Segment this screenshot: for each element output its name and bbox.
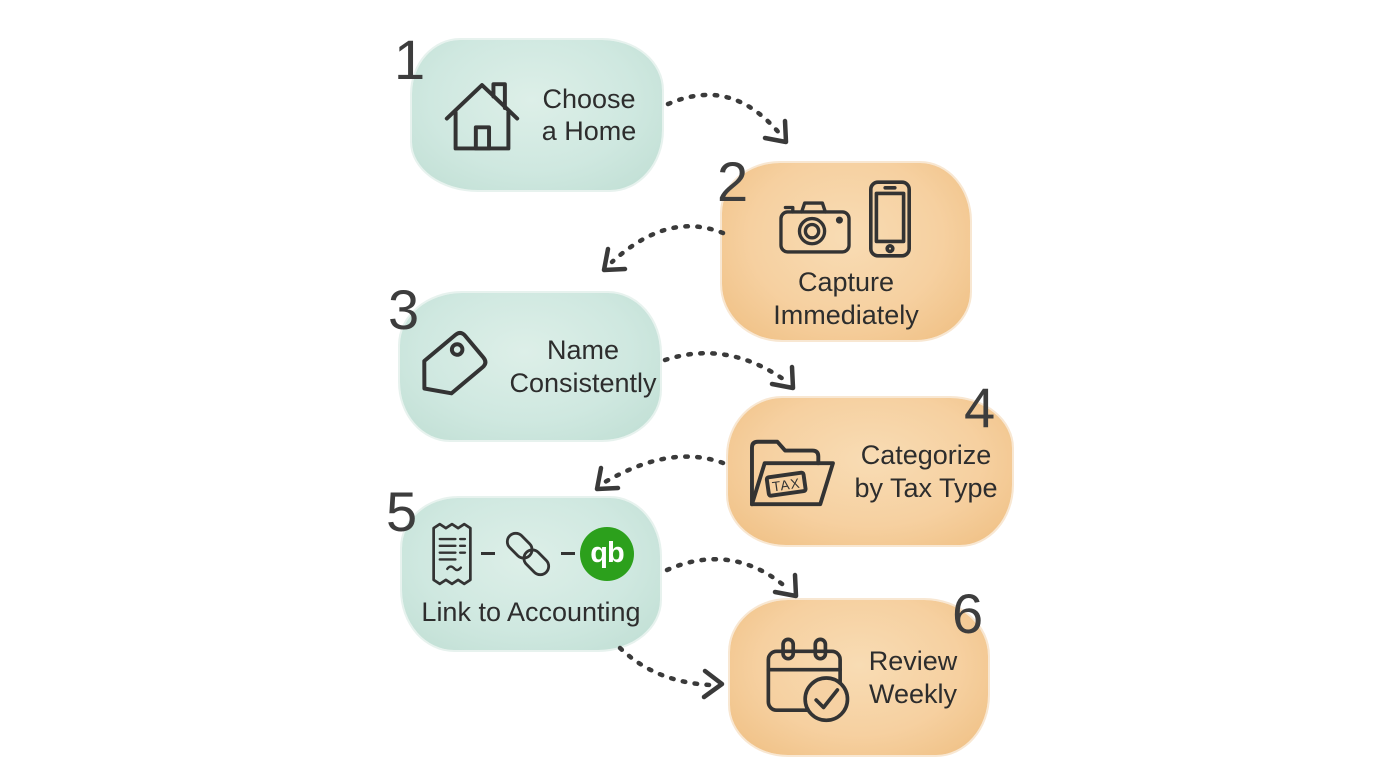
arrow-step5-to-step6-upper [664, 557, 799, 599]
arrow-step1-to-step2 [665, 92, 789, 145]
step-2-label-line1: Capture [797, 267, 895, 298]
step-2-number: 2 [717, 150, 748, 213]
step-4-label: Categorize by Tax Type [854, 439, 997, 504]
link-connector-dash [561, 552, 575, 556]
step-5-number: 5 [386, 480, 417, 543]
arrow-step2-to-step3 [601, 224, 726, 273]
link-connector-dash [481, 552, 495, 556]
arrow-step5-to-step6-lower [617, 645, 725, 700]
step-6-label-line1: Review [868, 646, 958, 677]
step-4-label-line1: Categorize [860, 440, 992, 471]
step-2-blob: Capture Immediately [722, 163, 970, 340]
step-1-label: Choose a Home [542, 83, 637, 148]
step-4-label-line2: by Tax Type [854, 472, 998, 503]
chain-link-icon [505, 531, 551, 576]
step-3-label-line2: Consistently [509, 367, 657, 398]
arrow-step4-to-step5 [594, 454, 726, 492]
receipt-icon [432, 522, 472, 586]
step-5-label-line1: Link to Accounting [421, 596, 641, 627]
house-icon [444, 82, 519, 151]
step-4-number: 4 [964, 376, 995, 439]
step-2-label-line2: Immediately [773, 299, 919, 330]
arrow-step3-to-step4 [662, 350, 796, 391]
step-6-label-line2: Weekly [868, 678, 958, 709]
step-3-blob: Name Consistently [400, 293, 660, 440]
step-5-icons: qb [428, 520, 634, 588]
step-1-label-line1: Choose [542, 83, 636, 114]
step-5-blob: qb Link to Accounting [402, 498, 660, 650]
camera-icon [779, 201, 851, 254]
step-1-number: 1 [394, 28, 425, 91]
step-6-label: Review Weekly [869, 645, 958, 710]
step-3-label-line1: Name [546, 335, 619, 366]
step-3-label: Name Consistently [509, 334, 656, 399]
step-5-label: Link to Accounting [421, 596, 640, 628]
calendar-check-icon [766, 637, 850, 722]
quickbooks-logo-text: qb [590, 537, 624, 570]
step-2-icons [778, 178, 914, 260]
smartphone-icon [869, 180, 911, 258]
step-4-blob: TAX Categorize by Tax Type [728, 398, 1012, 545]
tax-folder-icon: TAX [750, 439, 836, 506]
step-6-blob: Review Weekly [730, 600, 988, 755]
tax-folder-label: TAX [772, 475, 802, 494]
step-6-number: 6 [952, 582, 983, 645]
step-3-number: 3 [388, 278, 419, 341]
step-1-label-line2: a Home [541, 116, 637, 146]
step-1-blob: Choose a Home [412, 40, 662, 190]
quickbooks-logo-icon: qb [580, 526, 634, 581]
price-tag-icon [422, 330, 488, 395]
step-2-label: Capture Immediately [773, 266, 919, 331]
